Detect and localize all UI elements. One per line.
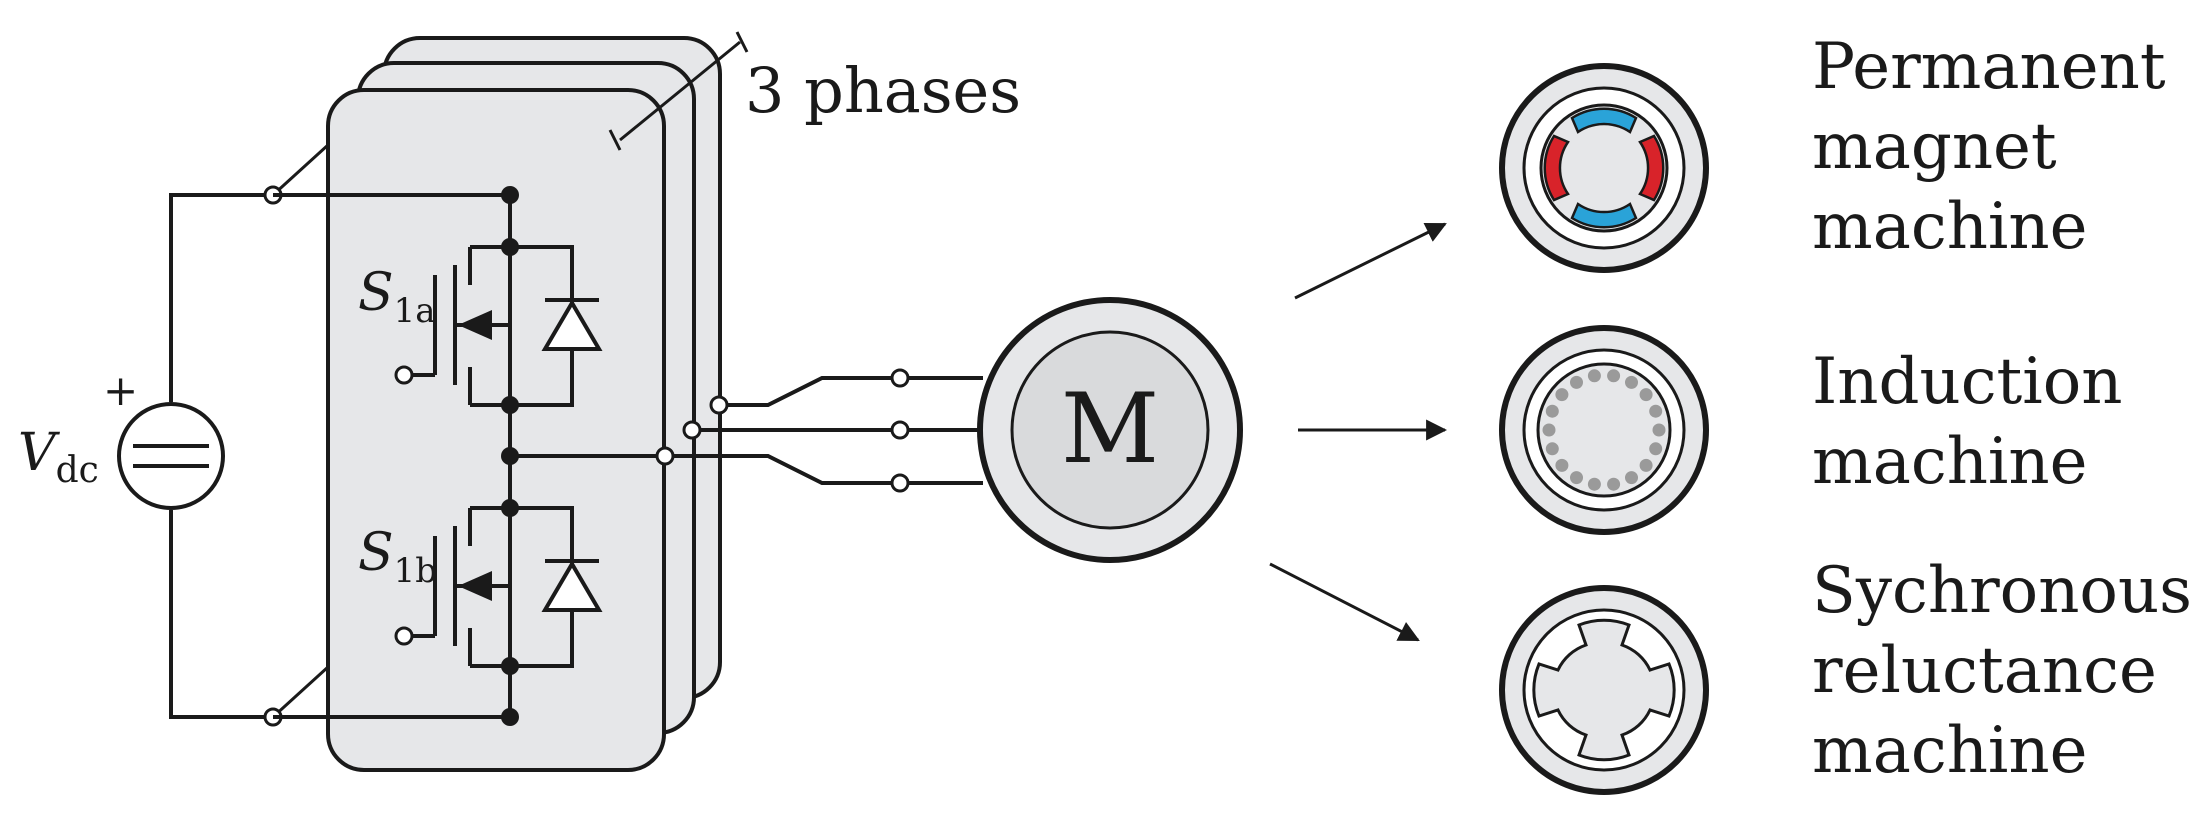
rotor-bar <box>1652 423 1666 437</box>
machine-arrows <box>1269 222 1448 642</box>
dc-source <box>117 193 273 719</box>
rotor-bar <box>1625 375 1638 389</box>
rotor-bar <box>1542 423 1556 437</box>
arrow-to-pm <box>1294 222 1447 300</box>
phase-indicator <box>608 31 749 151</box>
rotor-bar <box>1639 458 1653 472</box>
gate-terminals <box>394 365 414 646</box>
rotor-bar <box>1545 404 1559 418</box>
rotor-bar <box>1587 477 1601 491</box>
rotor-bar <box>1555 458 1569 472</box>
lower-diode <box>541 559 603 612</box>
lower-mosfet-arrow <box>458 571 492 601</box>
arrow-to-reluctance <box>1269 562 1420 642</box>
half-bridge <box>273 193 665 719</box>
machine-label-permanent-magnet: Permanent magnet machine <box>1812 30 2186 264</box>
switch-label-lower: S1b <box>358 523 437 591</box>
rotor-bar <box>1570 471 1583 485</box>
dc-source-label: Vdc <box>18 423 99 491</box>
upper-diode <box>541 298 603 351</box>
bus-connectors <box>271 143 330 719</box>
magnet-south-top <box>1570 107 1638 134</box>
junction-dots <box>501 186 519 726</box>
rotor-bar <box>1545 442 1559 456</box>
magnet-north-left <box>1543 134 1570 202</box>
switch-label-upper: S1a <box>358 263 436 331</box>
reluctance-rotor-body <box>1532 618 1676 762</box>
reluctance-rotor-icon <box>1499 585 1709 795</box>
machine-label-reluctance: Sychronous reluctance machine <box>1812 554 2196 788</box>
magnet-south-bottom <box>1570 202 1638 229</box>
bus-terminals <box>263 185 283 727</box>
machine-label-induction: Induction machine <box>1812 345 2143 499</box>
phase-terminals <box>655 368 910 493</box>
motor <box>977 297 1243 563</box>
phase-label: 3 phases <box>745 54 1021 127</box>
lower-gate-terminal <box>394 626 414 646</box>
rotor-bar <box>1570 375 1583 389</box>
dc-polarity-plus: + <box>103 366 138 415</box>
dc-source-symbol: V <box>18 423 60 483</box>
rotor-bars <box>1542 369 1666 491</box>
magnet-north-right <box>1638 134 1665 202</box>
rotor-bar <box>1555 388 1569 402</box>
rotor-bar <box>1639 388 1653 402</box>
rotor-bar <box>1587 369 1601 383</box>
rotor-bar <box>1607 369 1621 383</box>
rotor-bar <box>1625 471 1638 485</box>
upper-mosfet-arrow <box>458 310 492 340</box>
rotor-bar <box>1607 477 1621 491</box>
rotor-bar <box>1649 442 1663 456</box>
induction-rotor-icon <box>1499 325 1709 535</box>
rotor-bar <box>1649 404 1663 418</box>
motor-label: M <box>1061 373 1159 485</box>
dc-source-subscript: dc <box>56 450 99 491</box>
permanent-magnet-rotor-icon <box>1499 63 1709 273</box>
upper-gate-terminal <box>394 365 414 385</box>
